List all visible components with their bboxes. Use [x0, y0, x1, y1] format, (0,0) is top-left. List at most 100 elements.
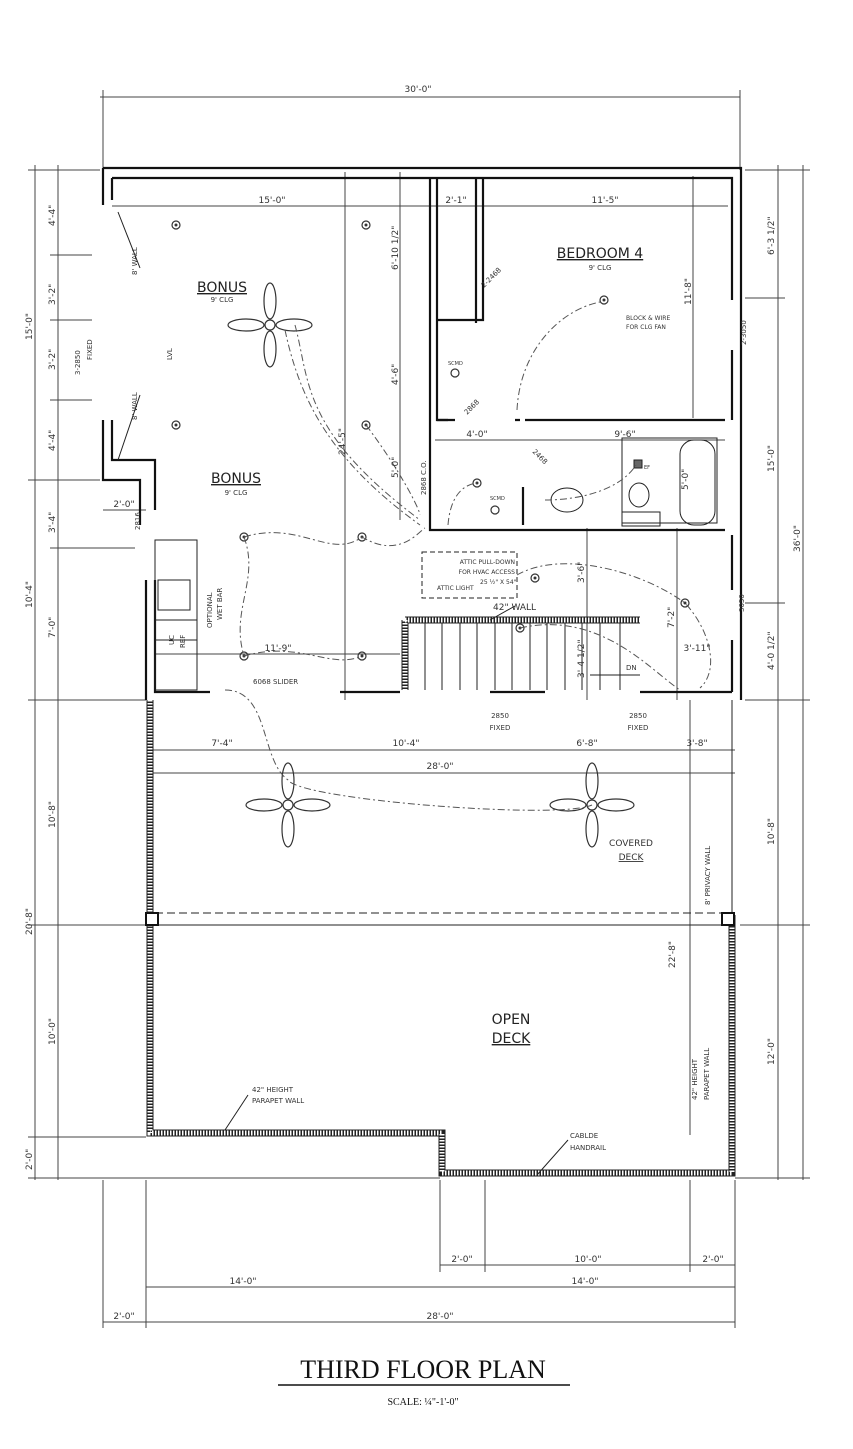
- note: FIXED: [628, 724, 649, 732]
- dimension: 3'-11": [683, 644, 710, 654]
- room-ceiling: 9' CLG: [211, 296, 234, 304]
- dimension: 7'-4": [211, 739, 232, 749]
- room-name: BONUS: [197, 280, 247, 296]
- note: 3050: [738, 594, 746, 612]
- covered-deck-label: DECK: [619, 853, 645, 863]
- note: 2868: [463, 398, 481, 416]
- note: FOR CLG FAN: [626, 324, 666, 331]
- dimension: 4'-0 1/2": [767, 631, 777, 670]
- dimension: 10'-4": [392, 739, 419, 749]
- dimension: 6'-10 1/2": [391, 226, 401, 270]
- dimension: 12'-0": [767, 1038, 777, 1065]
- note: FOR HVAC ACCESS: [459, 569, 516, 576]
- dimension: 28'-0": [426, 1312, 453, 1322]
- note: 2850: [491, 712, 509, 720]
- dimension: 11'-5": [591, 196, 618, 206]
- notes: 8' WALL 8' WALL LVL 3-2850 FIXED 2816 OP…: [74, 211, 748, 1176]
- dimension: 10'-8": [48, 801, 58, 828]
- covered-deck-label: COVERED: [609, 839, 653, 849]
- dimension: 3'-4": [48, 512, 58, 533]
- dimension: 2'-0": [113, 500, 134, 510]
- note: LVL: [166, 348, 174, 360]
- note: 3-2850: [74, 350, 82, 375]
- dimension: 6'-3 1/2": [767, 216, 777, 255]
- dimension-lines: [28, 90, 810, 1328]
- note: 42" HEIGHT: [691, 1058, 699, 1100]
- dimension: 2'-0": [25, 1149, 35, 1170]
- room-ceiling: 9' CLG: [225, 489, 248, 497]
- deck-parapet: [145, 700, 736, 1177]
- dimension: 9'-6": [614, 430, 635, 440]
- note: FIXED: [490, 724, 511, 732]
- dimension-labels: 30'-0" 15'-0" 10'-4" 20'-8" 2'-0" 4'-4" …: [25, 85, 803, 1322]
- dimension: 2'-0": [702, 1255, 723, 1265]
- dimension: 10'-0": [574, 1255, 601, 1265]
- note: 8' PRIVACY WALL: [704, 846, 712, 905]
- note: DN: [626, 664, 637, 672]
- note: 25 ½" X 54": [480, 579, 517, 586]
- dimension: 30'-0": [404, 85, 431, 95]
- drawing-title: THIRD FLOOR PLAN: [300, 1355, 546, 1384]
- open-deck-label: OPEN: [492, 1012, 531, 1028]
- fixtures: [154, 439, 716, 691]
- note: OPTIONAL: [206, 592, 214, 628]
- dimension: 10'-4": [25, 581, 35, 608]
- room-name: BEDROOM 4: [557, 246, 644, 262]
- note: SCMD: [448, 361, 463, 367]
- stair: [401, 616, 640, 690]
- dimension: 22'-8": [668, 941, 678, 968]
- dimension: 4'-4": [48, 430, 58, 451]
- note: SCMD: [490, 496, 505, 502]
- note: 2850: [629, 712, 647, 720]
- dimension: 4'-4": [48, 205, 58, 226]
- dimension: 5'-0": [391, 457, 401, 478]
- building-walls: [101, 166, 743, 700]
- electrical: [171, 220, 712, 848]
- note: ATTIC LIGHT: [437, 585, 474, 592]
- dimension: 11'-9": [264, 644, 291, 654]
- note: REF: [179, 635, 187, 648]
- note: 2-3050: [740, 320, 748, 345]
- drawing-scale: SCALE: ¼"-1'-0": [387, 1397, 458, 1408]
- dimension: 3'-4 1/2": [577, 639, 587, 678]
- note: 42" HEIGHT: [252, 1086, 294, 1094]
- note: 8' WALL: [131, 392, 139, 420]
- dimension: 10'-0": [48, 1018, 58, 1045]
- room-labels: BONUS 9' CLG BONUS 9' CLG BEDROOM 4 9' C…: [197, 246, 653, 1047]
- note: WET BAR: [216, 588, 224, 620]
- note: 2868 C.O.: [420, 460, 428, 495]
- note: BLOCK & WIRE: [626, 315, 670, 322]
- dimension: 2'-0": [113, 1312, 134, 1322]
- dimension: 6'-8": [576, 739, 597, 749]
- note: 2468: [531, 448, 549, 466]
- dimension: 5'-0": [681, 469, 691, 490]
- note: EF: [644, 465, 650, 471]
- note: UC: [168, 635, 176, 645]
- dimension: 4'-6": [391, 364, 401, 385]
- note: 8' WALL: [131, 247, 139, 275]
- dimension: 2'-0": [451, 1255, 472, 1265]
- note: CABLDE: [570, 1132, 598, 1140]
- dimension: 20'-8": [25, 908, 35, 935]
- dimension: 14'-0": [571, 1277, 598, 1287]
- note: ATTIC PULL-DOWN: [460, 559, 515, 566]
- note: 6068 SLIDER: [253, 678, 298, 686]
- note: PARAPET WALL: [703, 1048, 711, 1100]
- dimension: 7'-0": [48, 617, 58, 638]
- dimension: 11'-8": [684, 278, 694, 305]
- dimension: 28'-0": [426, 762, 453, 772]
- dimension: 3'-2": [48, 284, 58, 305]
- note: PARAPET WALL: [252, 1097, 304, 1105]
- dimension: 3'-2": [48, 349, 58, 370]
- dimension: 7'-2": [667, 607, 677, 628]
- dimension: 36'-0": [793, 525, 803, 552]
- dimension: 15'-0": [767, 445, 777, 472]
- note: HANDRAIL: [570, 1144, 606, 1152]
- dimension: 4'-0": [466, 430, 487, 440]
- open-deck-label: DECK: [492, 1031, 531, 1047]
- dimension: 3'-8": [686, 739, 707, 749]
- note: 2816: [134, 512, 142, 530]
- dimension: 3'-6": [577, 562, 587, 583]
- room-ceiling: 9' CLG: [589, 264, 612, 272]
